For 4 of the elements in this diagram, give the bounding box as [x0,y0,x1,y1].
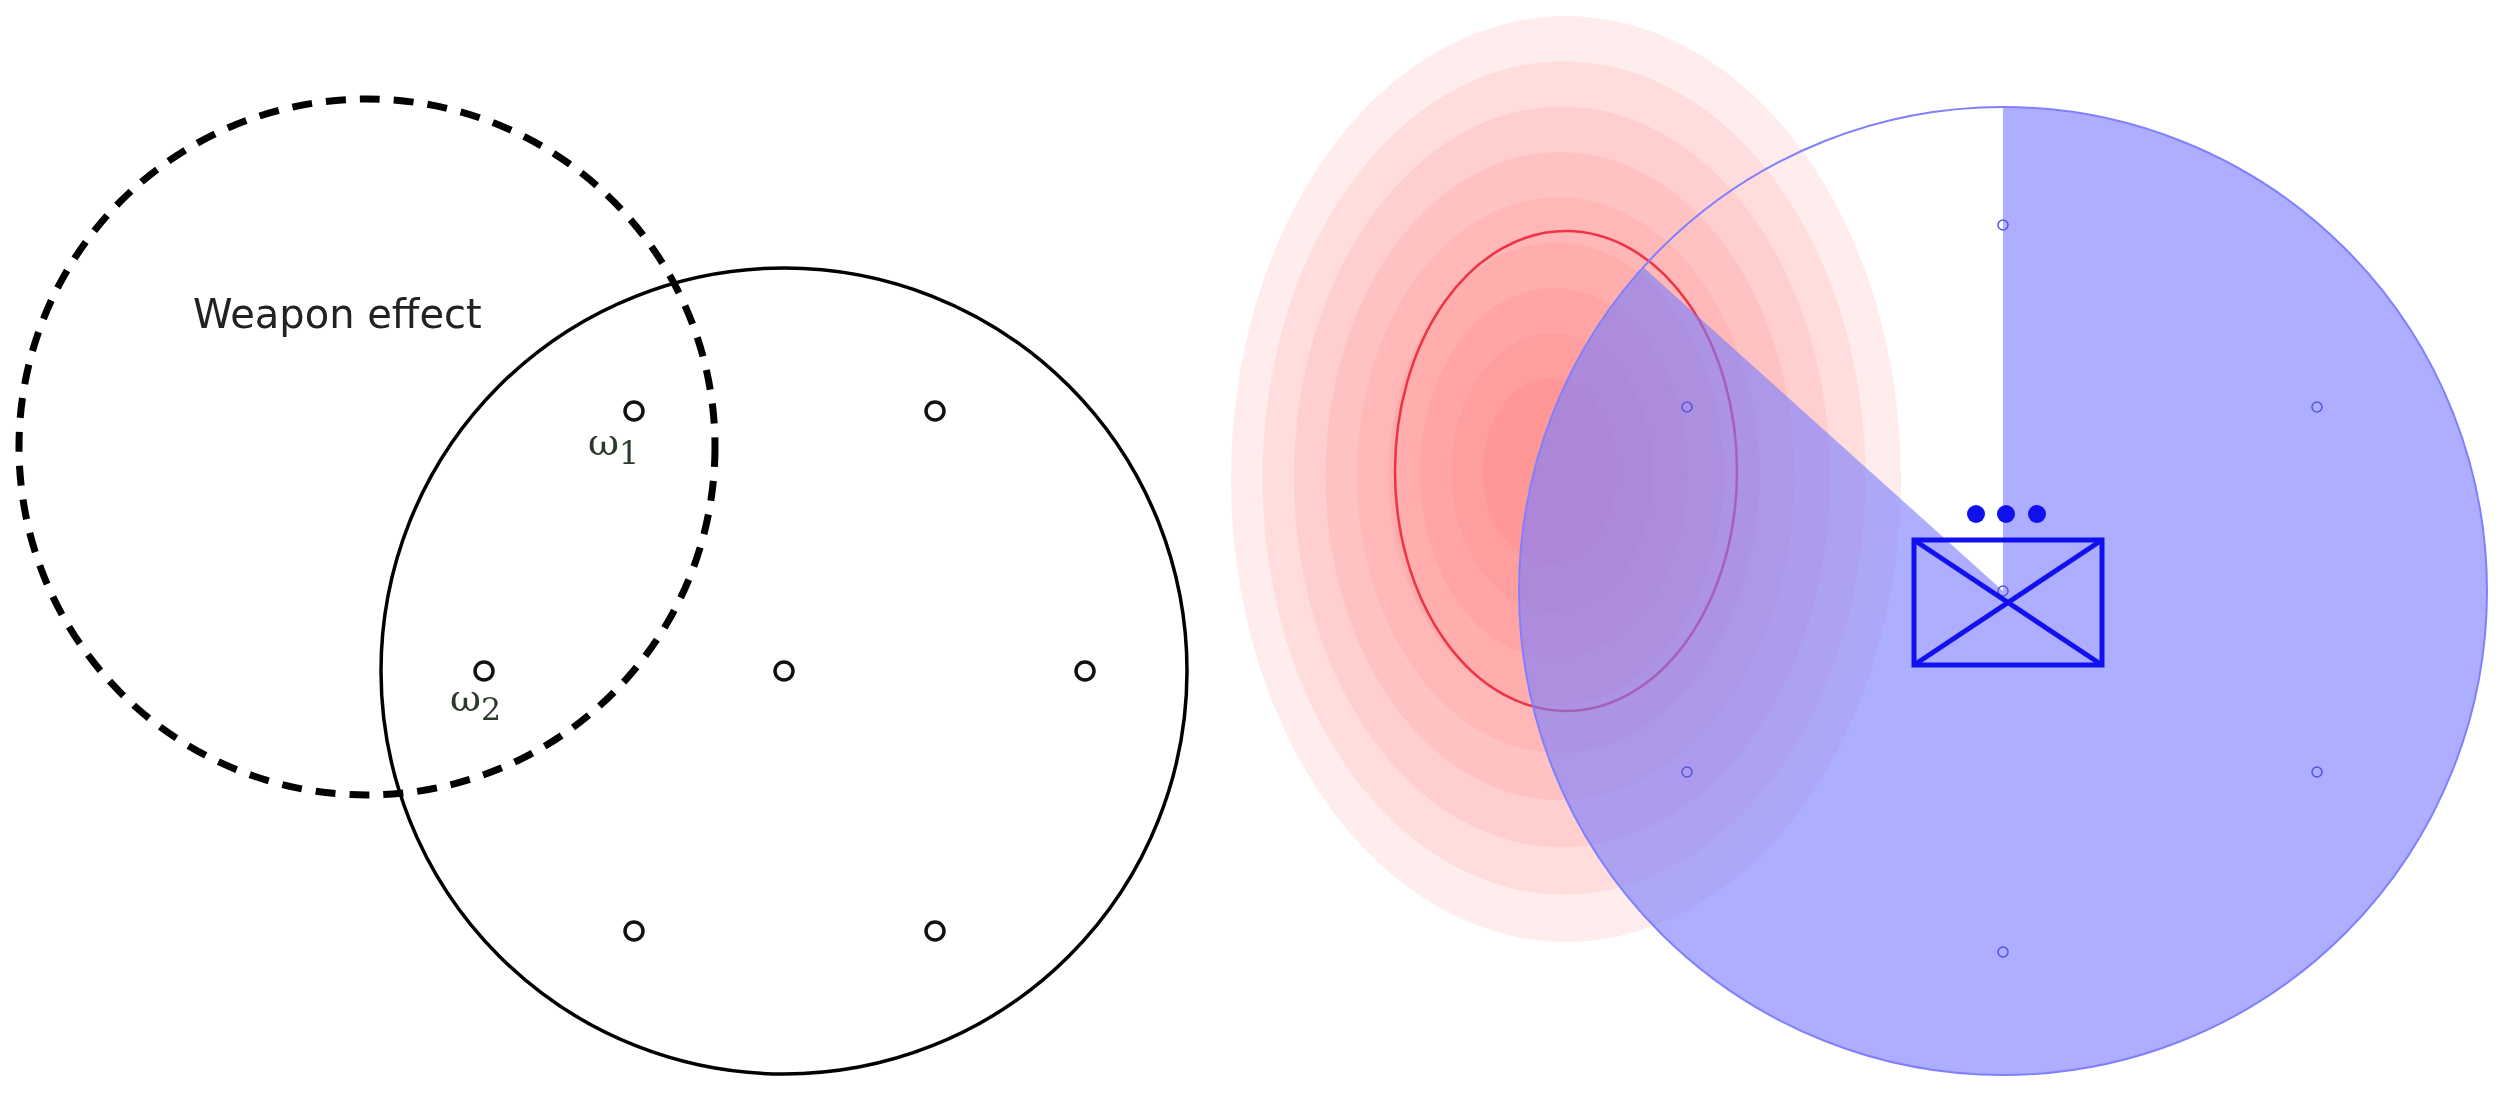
point-label: ω$_{2}$ [450,676,502,727]
dashed-circle [13,93,721,801]
point-label: ω$_{1}$ [588,420,640,471]
node-label: Weapon effect [193,291,482,337]
